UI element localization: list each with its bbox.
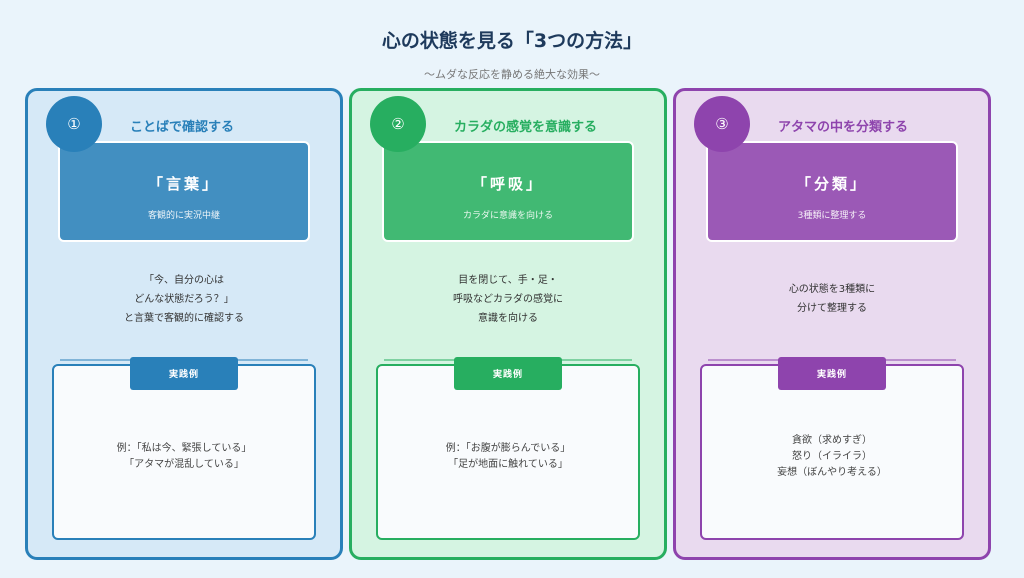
method-description: 「今、自分の心は どんな状態だろう？」 と言葉で客観的に確認する [124, 274, 244, 324]
example-box: 貪欲（求めすぎ） 怒り（イライラ） 妄想（ぼんやり考える） [700, 364, 964, 540]
keyword: 「呼吸」 [471, 175, 544, 193]
method-panel: ① ことばで確認する 「言葉」 客観的に実況中継 「今、自分の心は どんな状態だ… [25, 88, 343, 560]
method-heading: アタマの中を分類する [778, 120, 909, 135]
page-subtitle: 〜ムダな反応を静める絶大な効果〜 [424, 68, 600, 81]
example-label: 実践例 [778, 357, 886, 390]
keyword-card: 「分類」 3種類に整理する [706, 141, 958, 242]
method-heading: ことばで確認する [130, 120, 235, 135]
keyword: 「分類」 [795, 175, 868, 193]
keyword-subtitle: 客観的に実況中継 [147, 211, 220, 221]
keyword-subtitle: 3種類に整理する [797, 211, 867, 221]
method-description: 心の状態を3種類に 分けて整理する [788, 284, 876, 314]
step-number-badge: ③ [694, 96, 750, 152]
keyword-card: 「呼吸」 カラダに意識を向ける [382, 141, 634, 242]
step-number-badge: ② [370, 96, 426, 152]
example-box: 例：「お腹が膨らんでいる」 「足が地面に触れている」 [376, 364, 640, 540]
keyword-subtitle: カラダに意識を向ける [462, 211, 553, 221]
keyword: 「言葉」 [147, 175, 220, 193]
method-description: 目を閉じて、手・足・ 呼吸などカラダの感覚に 意識を向ける [453, 274, 563, 324]
method-heading: カラダの感覚を意識する [454, 120, 598, 135]
keyword-card: 「言葉」 客観的に実況中継 [58, 141, 310, 242]
step-number-badge: ① [46, 96, 102, 152]
method-panel: ② カラダの感覚を意識する 「呼吸」 カラダに意識を向ける 目を閉じて、手・足・… [349, 88, 667, 560]
example-label: 実践例 [130, 357, 238, 390]
example-label: 実践例 [454, 357, 562, 390]
page-title: 心の状態を見る「3つの方法」 [381, 30, 643, 52]
method-panel: ③ アタマの中を分類する 「分類」 3種類に整理する 心の状態を3種類に 分けて… [673, 88, 991, 560]
example-box: 例：「私は今、緊張している」 「アタマが混乱している」 [52, 364, 316, 540]
